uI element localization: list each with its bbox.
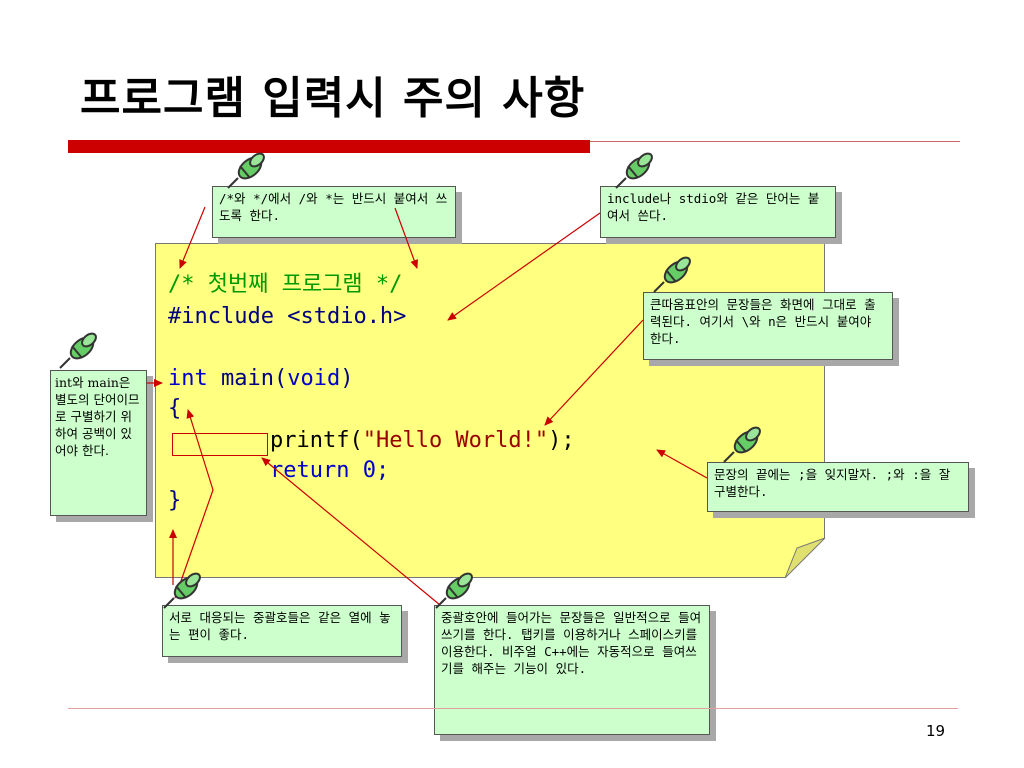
code-line-open-brace: {	[168, 396, 182, 421]
title-underline-line	[590, 141, 960, 142]
int-keyword: int	[168, 366, 208, 391]
code-line-main: int main(void)	[168, 364, 353, 394]
indent-highlight-box	[172, 433, 268, 456]
pushpin-icon	[163, 572, 201, 609]
code-line-include: #include <stdio.h>	[168, 302, 406, 332]
pushpin-icon	[59, 332, 97, 369]
pushpin-icon	[435, 572, 473, 609]
code-line-close-brace: }	[168, 488, 182, 513]
pushpin-icon	[653, 256, 691, 293]
pushpin-icon	[723, 426, 761, 463]
note-braces: 서로 대응되는 중괄호들은 같은 열에 놓는 편이 좋다.	[162, 605, 402, 657]
note-indent: 중괄호안에 들어가는 문장들은 일반적으로 들여쓰기를 한다. 탭키를 이용하거…	[434, 605, 710, 735]
printf-call: printf(	[270, 428, 363, 453]
code-line-comment: /* 첫번째 프로그램 */	[168, 272, 403, 297]
pushpin-icon	[227, 152, 265, 189]
main-close-paren: )	[340, 366, 354, 391]
include-header: <stdio.h>	[287, 304, 407, 329]
code-line-printf: printf("Hello World!");	[270, 426, 575, 456]
printf-end: );	[548, 428, 575, 453]
note-quotes: 큰따옴표안의 문장들은 화면에 그대로 출력된다. 여기서 \와 n은 반드시 …	[643, 292, 893, 360]
printf-string: "Hello World!"	[362, 428, 549, 453]
title-underline-bar	[68, 140, 590, 153]
include-keyword: #include	[168, 304, 288, 329]
page-number: 19	[926, 722, 946, 740]
footer-line	[68, 708, 958, 709]
note-comment: /*와 */에서 /와 *는 반드시 붙여서 쓰도록 한다.	[212, 186, 456, 238]
note-semicolon: 문장의 끝에는 ;을 잊지말자. ;와 :을 잘 구별한다.	[707, 462, 969, 512]
slide-title: 프로그램 입력시 주의 사항	[80, 73, 586, 124]
pushpin-icon	[615, 152, 653, 189]
main-name: main(	[207, 366, 288, 391]
note-int-main: int와 main은 별도의 단어이므로 구별하기 위하여 공백이 있어야 한다…	[50, 370, 147, 516]
void-keyword: void	[287, 366, 341, 391]
note-include: include나 stdio와 같은 단어는 붙여서 쓴다.	[600, 186, 836, 238]
code-line-return: return 0;	[270, 458, 390, 483]
